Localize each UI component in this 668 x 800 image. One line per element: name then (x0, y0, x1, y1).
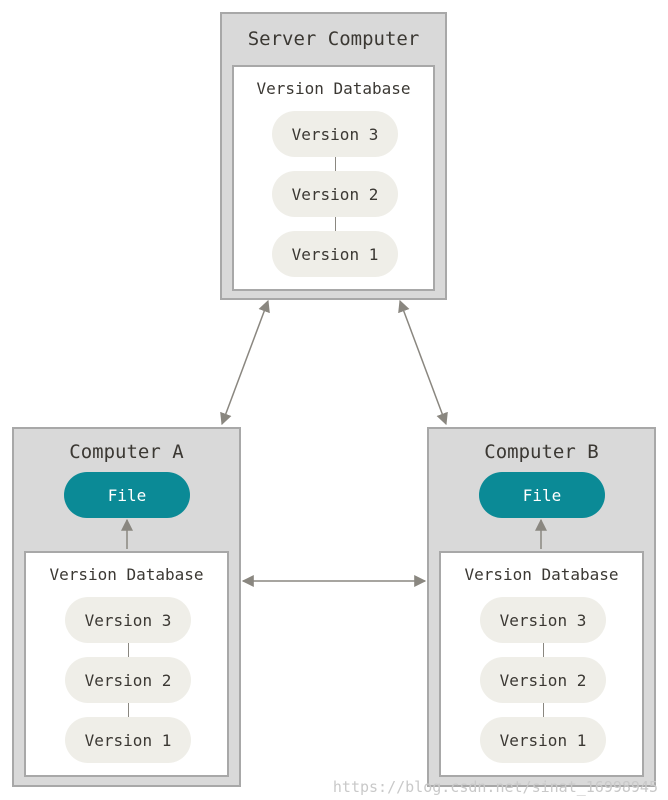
computer-a-version-3: Version 3 (65, 597, 191, 643)
server-database-title: Version Database (256, 79, 411, 98)
server-computer-box: Server Computer Version Database Version… (220, 12, 447, 300)
computer-a-connector-3-2 (128, 643, 129, 659)
computer-b-box: Computer B File Version Database Version… (427, 427, 656, 787)
server-connector-2-1 (335, 217, 336, 233)
computer-a-title: Computer A (69, 441, 184, 463)
computer-a-version-1: Version 1 (65, 717, 191, 763)
computer-a-box: Computer A File Version Database Version… (12, 427, 241, 787)
watermark: https://blog.csdn.net/sinat_16998945 (332, 778, 658, 796)
computer-a-database-title: Version Database (49, 565, 204, 584)
computer-b-version-1: Version 1 (480, 717, 606, 763)
computer-a-version-database: Version Database Version 3 Version 2 Ver… (24, 551, 229, 777)
computer-b-title: Computer B (484, 441, 599, 463)
computer-b-version-3: Version 3 (480, 597, 606, 643)
computer-a-version-2: Version 2 (65, 657, 191, 703)
server-connector-3-2 (335, 157, 336, 173)
arrow-server-computer-b (398, 299, 448, 426)
computer-b-database-title: Version Database (464, 565, 619, 584)
server-version-2: Version 2 (272, 171, 398, 217)
computer-b-version-2: Version 2 (480, 657, 606, 703)
server-computer-title: Server Computer (247, 28, 420, 50)
server-version-1: Version 1 (272, 231, 398, 277)
computer-b-file: File (479, 472, 605, 518)
computer-b-version-database: Version Database Version 3 Version 2 Ver… (439, 551, 644, 777)
computer-b-connector-2-1 (543, 703, 544, 719)
computer-b-connector-3-2 (543, 643, 544, 659)
server-version-3: Version 3 (272, 111, 398, 157)
arrow-server-computer-a (220, 299, 270, 426)
server-version-database: Version Database Version 3 Version 2 Ver… (232, 65, 435, 291)
computer-a-connector-2-1 (128, 703, 129, 719)
computer-a-file: File (64, 472, 190, 518)
